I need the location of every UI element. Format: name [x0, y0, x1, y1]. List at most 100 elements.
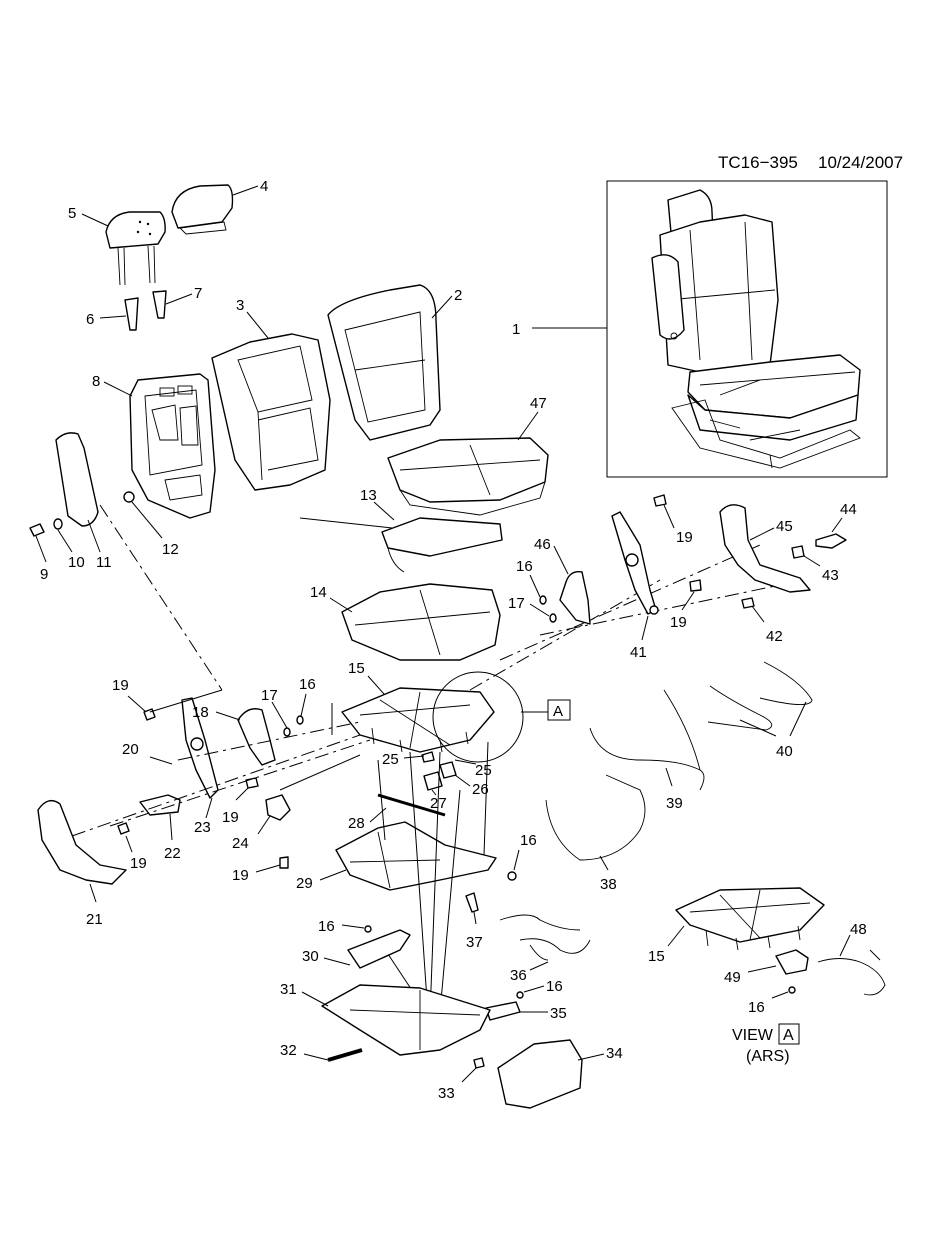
headrest-cover	[171, 184, 234, 235]
label-19c: 19	[130, 855, 147, 872]
view-flag-letter: A	[783, 1027, 794, 1044]
label-15-main: 15	[348, 660, 365, 677]
label-28: 28	[348, 815, 365, 832]
control-module	[485, 1001, 521, 1021]
label-19e: 19	[676, 529, 693, 546]
headrest-guides	[124, 290, 167, 331]
outer-side-shield	[37, 799, 127, 885]
label-36: 36	[510, 967, 527, 984]
position-sensor	[265, 794, 291, 821]
label-21: 21	[86, 911, 103, 928]
label-35: 35	[550, 1005, 567, 1022]
push-pin	[465, 892, 479, 913]
riser-cover	[497, 1039, 583, 1109]
wiring-harness	[499, 914, 591, 961]
label-16e: 16	[546, 978, 563, 995]
label-11: 11	[96, 554, 112, 571]
label-19d: 19	[232, 867, 249, 884]
label-33: 33	[438, 1085, 455, 1102]
label-10: 10	[68, 554, 85, 571]
label-16d: 16	[318, 918, 335, 935]
view-a-frame	[675, 887, 825, 951]
detail-circle	[432, 671, 524, 763]
label-30: 30	[302, 948, 319, 965]
label-38: 38	[600, 876, 617, 893]
switch-bezel	[815, 533, 847, 549]
label-9: 9	[40, 566, 48, 583]
seat-cushion-cover	[387, 437, 549, 516]
detail-flag	[547, 699, 571, 721]
seat-lower-shell	[335, 821, 497, 891]
label-19b: 19	[222, 809, 239, 826]
label-18: 18	[192, 704, 209, 721]
trim-panel	[559, 571, 591, 625]
label-1: 1	[512, 321, 520, 338]
label-3: 3	[236, 297, 244, 314]
seat-riser-base	[321, 984, 491, 1056]
label-43: 43	[822, 567, 839, 584]
label-44: 44	[840, 501, 857, 518]
side-armrest-panel	[55, 432, 99, 527]
label-20: 20	[122, 741, 139, 758]
seat-cushion-frame	[341, 687, 495, 753]
view-a-module	[775, 949, 809, 975]
label-49: 49	[724, 969, 741, 986]
label-19f: 19	[670, 614, 687, 631]
label-7: 7	[194, 285, 202, 302]
label-48: 48	[850, 921, 867, 938]
label-34: 34	[606, 1045, 623, 1062]
fasteners-9-10-12	[29, 491, 135, 537]
label-24: 24	[232, 835, 249, 852]
view-flag	[778, 1023, 800, 1045]
label-32: 32	[280, 1042, 297, 1059]
label-22: 22	[164, 845, 181, 862]
view-a-harness	[817, 949, 886, 996]
label-2: 2	[454, 287, 462, 304]
label-25a: 25	[382, 751, 399, 768]
clip-33	[473, 1057, 485, 1069]
label-42: 42	[766, 628, 783, 645]
label-45: 45	[776, 518, 793, 535]
drawing-id: TC16−395	[718, 153, 798, 172]
clip-42	[741, 597, 755, 609]
complete-seat-illustration	[651, 189, 861, 469]
label-8: 8	[92, 373, 100, 390]
seatback-pad	[211, 333, 331, 491]
label-5: 5	[68, 205, 76, 222]
label-17b: 17	[508, 595, 525, 612]
label-17a: 17	[261, 687, 278, 704]
detail-flag-letter: A	[553, 703, 563, 720]
label-16a: 16	[299, 676, 316, 693]
inboard-recliner	[181, 697, 219, 799]
view-subtitle: (ARS)	[746, 1048, 790, 1065]
label-40: 40	[776, 743, 793, 760]
cables	[545, 661, 813, 861]
label-47: 47	[530, 395, 547, 412]
seat-cushion-pad	[341, 583, 501, 661]
outer-trim-shield	[719, 504, 811, 593]
label-39: 39	[666, 795, 683, 812]
outboard-recliner	[611, 511, 659, 615]
label-41: 41	[630, 644, 647, 661]
label-37: 37	[466, 934, 483, 951]
label-4: 4	[260, 178, 268, 195]
label-25b: 25	[475, 762, 492, 779]
inset-frame	[606, 180, 888, 478]
clip-43	[791, 545, 805, 559]
label-12: 12	[162, 541, 179, 558]
label-16b: 16	[516, 558, 533, 575]
seatback-frame	[129, 373, 216, 519]
drawing-date: 10/24/2007	[818, 153, 903, 172]
seat-heater-element	[299, 517, 503, 573]
seatback-cover	[327, 284, 441, 441]
recliner-cover	[237, 708, 276, 766]
label-15-view: 15	[648, 948, 665, 965]
label-16f: 16	[748, 999, 765, 1016]
label-29: 29	[296, 875, 313, 892]
headrest	[105, 211, 166, 286]
label-13: 13	[360, 487, 377, 504]
clips-16-17	[283, 595, 796, 999]
trim-panel-30	[347, 929, 411, 969]
